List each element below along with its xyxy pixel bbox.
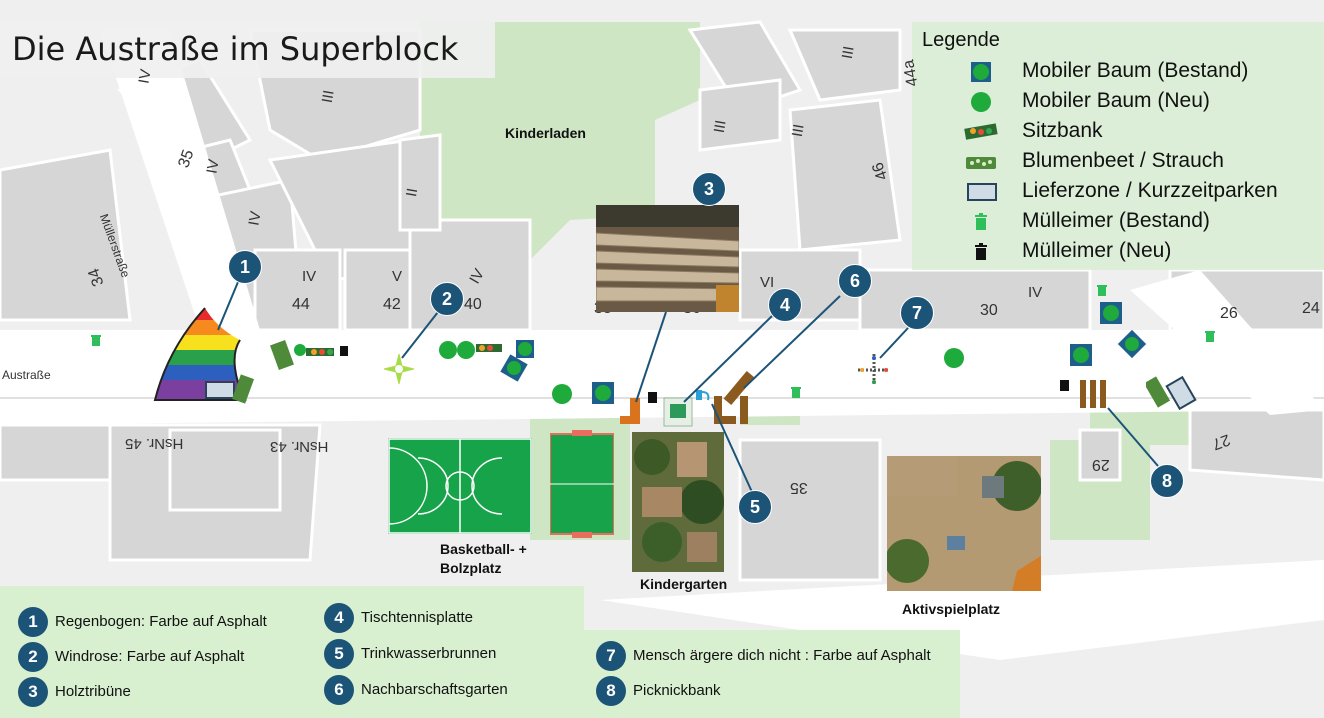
aktivspielplatz-aerial-photo [887, 456, 1041, 591]
legend-item-tree-new: Mobiler Baum (Neu) [912, 87, 1324, 117]
trash-green-icon [1205, 331, 1215, 342]
house-number: 30 [980, 302, 998, 319]
label-kinderladen: Kinderladen [505, 125, 586, 141]
marker-1[interactable]: 1 [228, 250, 262, 284]
legend-title: Legende [922, 29, 1000, 51]
house-number: 42 [383, 296, 401, 313]
label-aktivspielplatz: Aktivspielplatz [902, 601, 1001, 617]
label-basketball-line1: Basketball- + [440, 541, 527, 557]
trash-green-icon [1097, 285, 1107, 296]
legend-item-flowerbed: Blumenbeet / Strauch [912, 147, 1324, 177]
label-basketball-line2: Bolzplatz [440, 560, 502, 576]
trash-green-icon [975, 213, 987, 230]
grandstand-icon [620, 398, 640, 424]
trees-trash-cluster [552, 382, 657, 404]
legend-item-delivery-zone: Lieferzone / Kurzzeitparken [912, 177, 1324, 207]
basketball-court [388, 438, 532, 534]
house-number: 24 [1302, 300, 1320, 317]
house-number: 44 [292, 296, 310, 313]
floor-count: IV [302, 268, 317, 285]
wooden-grandstand-photo [596, 205, 739, 312]
square-tree-icon [971, 62, 991, 82]
trees-picnic-cluster [1060, 302, 1147, 408]
legend-item-bench: Sitzbank [912, 117, 1324, 147]
marker-6[interactable]: 5 [738, 490, 772, 524]
trash-green-icon [91, 335, 101, 346]
legend: Legende Mobiler Baum (Bestand) Mobiler B… [912, 22, 1324, 270]
notes-panel-right [584, 630, 960, 718]
round-tree-icon [971, 92, 991, 112]
marker-5[interactable]: 6 [838, 264, 872, 298]
flowerbed-delivery-cluster [1146, 375, 1197, 410]
house-number: 40 [464, 296, 482, 313]
rainbow-painting [153, 307, 247, 401]
floor-count: IV [1028, 284, 1043, 301]
round-tree-icon [944, 348, 964, 368]
marker-3[interactable]: 3 [692, 172, 726, 206]
board-game-painting [858, 354, 890, 386]
floor-count: V [392, 268, 403, 285]
trash-black-icon [975, 243, 987, 260]
football-pitch [550, 430, 614, 538]
bench-icon [964, 123, 998, 140]
kindergarten-aerial-photo [632, 432, 724, 572]
tabletennis-fountain-icon [663, 390, 710, 427]
delivery-zone-icon [967, 183, 997, 201]
legend-item-tree-existing: Mobiler Baum (Bestand) [912, 57, 1324, 87]
marker-8[interactable]: 8 [1150, 464, 1184, 498]
map-title: Die Austraße im Superblock [12, 30, 459, 68]
notes-panel-left [0, 586, 584, 718]
community-garden-icon [714, 370, 755, 424]
trash-green-icon [791, 387, 801, 398]
flowerbed-icon [966, 157, 996, 169]
title-background [0, 22, 495, 78]
trees-bench-cluster [439, 340, 534, 382]
wind-rose-painting [383, 353, 415, 385]
marker-4[interactable]: 4 [768, 288, 802, 322]
legend-item-trash-existing: Mülleimer (Bestand) [912, 207, 1324, 237]
marker-2[interactable]: 2 [430, 282, 464, 316]
house-number: 26 [1220, 305, 1238, 322]
bench-cluster [270, 340, 348, 370]
label-kindergarten: Kindergarten [640, 576, 728, 592]
marker-7[interactable]: 7 [900, 296, 934, 330]
legend-item-trash-new: Mülleimer (Neu) [912, 237, 1324, 267]
street-label-austrasse: Austraße [2, 368, 51, 382]
flowerbed-icon [232, 374, 255, 404]
floor-count: VI [760, 274, 775, 291]
